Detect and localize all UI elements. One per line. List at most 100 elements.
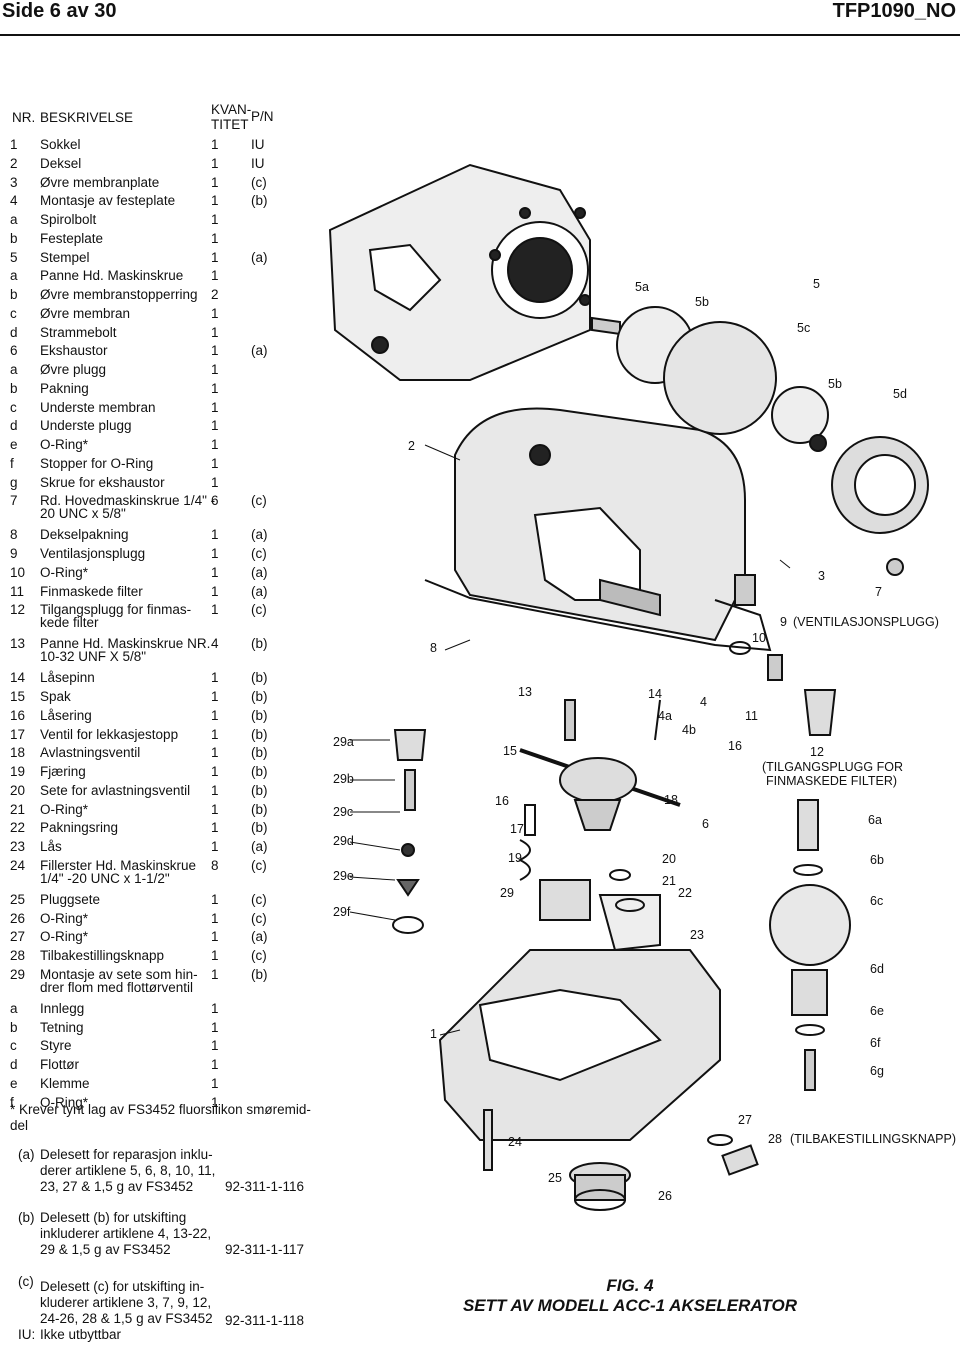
part-number-19: 7 — [10, 493, 18, 509]
part-number-31: 19 — [10, 764, 26, 779]
label-29: 29 — [500, 886, 514, 900]
part-number-4: a — [10, 212, 18, 227]
part-description-2: Øvre membranplate — [40, 174, 160, 190]
bottom-plugs-drawing — [569, 1134, 759, 1211]
float-parts-drawing — [392, 729, 427, 934]
part-description-28: Låsering — [40, 707, 92, 723]
part-kit-1: IU — [251, 155, 265, 171]
label-2: 2 — [408, 439, 415, 453]
label-13: 13 — [518, 685, 532, 699]
part-number-29: 17 — [10, 726, 26, 742]
part-description-37: Pluggsete — [40, 891, 101, 907]
part-description-36: Fillerster Hd. Maskinskrue — [40, 857, 197, 873]
part-quantity-46: 1 — [211, 1075, 219, 1091]
kit-b-line1: Delesett (b) for utskifting — [40, 1210, 187, 1225]
part-quantity-21: 1 — [211, 546, 219, 561]
part-number-8: b — [10, 287, 18, 302]
part-quantity-28: 1 — [211, 707, 219, 723]
part-quantity-40: 1 — [211, 948, 219, 963]
part-quantity-45: 1 — [211, 1057, 219, 1072]
part-kit-27: (b) — [251, 689, 268, 704]
part-number-40: 28 — [10, 948, 26, 963]
part-description-22: O-Ring* — [40, 564, 89, 580]
part-description-42: Innlegg — [40, 1000, 85, 1016]
part-number-38: 26 — [10, 910, 26, 926]
part-number-28: 16 — [10, 707, 26, 723]
part-number-26: 14 — [10, 670, 26, 686]
part-kit-11: (a) — [251, 343, 268, 359]
part-number-33: 21 — [10, 801, 26, 817]
part-quantity-3: 1 — [211, 193, 219, 209]
part-description-7: Panne Hd. Maskinskrue — [40, 268, 184, 284]
label-11: 11 — [745, 709, 758, 723]
part-quantity-20: 1 — [211, 527, 219, 543]
part-quantity-44: 1 — [211, 1038, 219, 1054]
header-rule — [0, 34, 960, 36]
part-quantity-16: 1 — [211, 437, 219, 452]
part-number-41: 29 — [10, 966, 26, 982]
part-number-5: b — [10, 230, 18, 246]
part-number-42: a — [10, 1000, 18, 1016]
part-quantity-37: 1 — [211, 891, 219, 907]
label-29e: 29e — [333, 869, 354, 883]
label-4b: 4b — [682, 723, 696, 737]
part-number-35: 23 — [10, 839, 26, 854]
part-quantity-32: 1 — [211, 782, 219, 798]
part-kit-23: (a) — [251, 583, 268, 599]
label-16-left: 16 — [495, 794, 509, 808]
part-description-1: Deksel — [40, 155, 82, 171]
part-description-6: Stempel — [40, 249, 90, 265]
part-quantity-23: 1 — [211, 583, 219, 599]
part-number-9: c — [10, 305, 17, 321]
figure-title: FIG. 4 — [606, 1276, 654, 1295]
column-header-description: BESKRIVELSE — [40, 110, 134, 125]
label-18: 18 — [664, 793, 678, 807]
part-number-27: 15 — [10, 689, 26, 704]
label-6g: 6g — [870, 1064, 884, 1078]
kit-a-line2: derer artiklene 5, 6, 8, 10, 11, — [40, 1163, 216, 1178]
part-description-9: Øvre membran — [40, 305, 131, 321]
part-quantity-36: 8 — [211, 857, 219, 873]
label-1: 1 — [430, 1027, 437, 1041]
asterisk-note-line2: del — [10, 1118, 29, 1133]
part-number-36: 24 — [10, 857, 26, 873]
part-number-37: 25 — [10, 891, 26, 907]
part-description-27: Spak — [40, 689, 71, 704]
part-description-11: Ekshaustor — [40, 343, 108, 359]
iu-text: Ikke utbyttbar — [40, 1327, 122, 1342]
part-number-20: 8 — [10, 527, 18, 543]
part-description-25: Panne Hd. Maskinskrue NR. — [40, 636, 211, 652]
kit-b-line3: 29 & 1,5 g av FS3452 — [40, 1242, 171, 1257]
document-id: TFP1090_NO — [832, 0, 956, 22]
part-quantity-18: 1 — [211, 474, 219, 490]
diaphragm-parts-drawing — [591, 306, 929, 576]
part-number-12: a — [10, 362, 18, 377]
part-description-40: Tilbakestillingsknapp — [40, 948, 165, 963]
part-kit-31: (b) — [251, 764, 268, 779]
part-number-23: 11 — [10, 583, 25, 599]
column-header-nr: NR. — [12, 110, 36, 125]
label-6c: 6c — [870, 894, 883, 908]
part-kit-22: (a) — [251, 564, 268, 580]
part-number-45: d — [10, 1057, 18, 1072]
part-quantity-12: 1 — [211, 362, 219, 377]
part-quantity-7: 1 — [211, 268, 219, 284]
part-kit-0: IU — [251, 137, 265, 152]
part-quantity-27: 1 — [211, 689, 219, 704]
label-8: 8 — [430, 641, 437, 655]
part-description-38: O-Ring* — [40, 910, 89, 926]
part-description-cont-19: 20 UNC x 5/8" — [40, 506, 126, 522]
part-kit-29: (b) — [251, 726, 268, 742]
label-6d: 6d — [870, 962, 884, 976]
part-kit-37: (c) — [251, 891, 267, 907]
kit-b-key: (b) — [18, 1210, 35, 1225]
label-5b-top: 5b — [695, 295, 709, 309]
kit-c-line3: 24-26, 28 & 1,5 g av FS3452 — [40, 1311, 213, 1326]
part-quantity-29: 1 — [211, 726, 219, 742]
part-quantity-17: 1 — [211, 455, 219, 471]
kit-c-line1: Delesett (c) for utskifting in- — [40, 1279, 205, 1294]
label-29b: 29b — [333, 772, 354, 786]
label-28: 28 — [768, 1132, 782, 1146]
part-quantity-47: 1 — [211, 1094, 219, 1110]
